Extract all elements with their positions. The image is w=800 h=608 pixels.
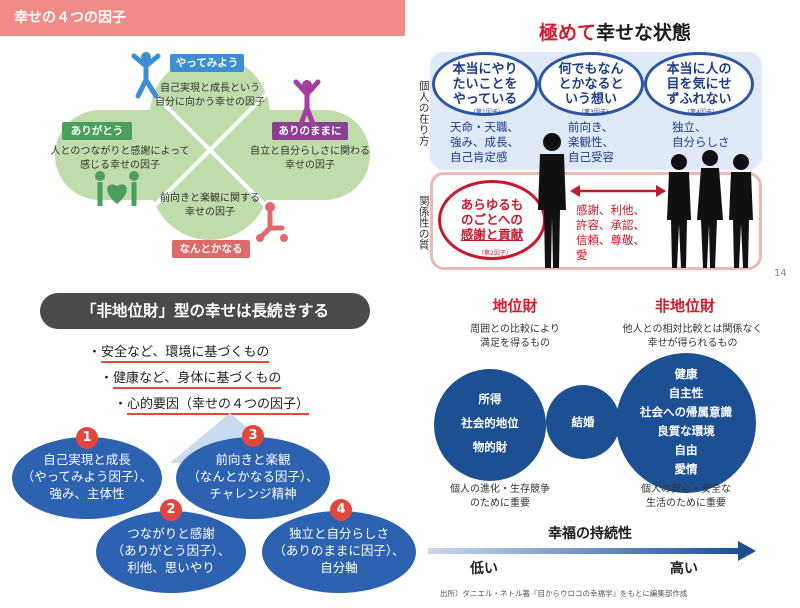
- factor-text-left: 人とのつながりと感謝によって 感じる幸せの因子: [50, 146, 190, 171]
- list-factor-3: 前向き、 楽観性、 自己受容: [568, 120, 614, 164]
- factor-ellipse-4: 独立と自分らしさ （ありのままに因子）、 自分軸: [262, 511, 416, 593]
- bubble-factor-1: 本当にやり たいことを やっている: [432, 52, 538, 116]
- banner: 「非地位財」型の幸せは長続きする: [40, 293, 370, 329]
- bubble-factor-1-tag: （第1因子）: [470, 109, 504, 116]
- list-factor-4: 独立、 自分らしさ: [672, 120, 730, 149]
- bullet-body: ・健康など、身体に基づくもの: [100, 371, 282, 389]
- bullet-environment: ・安全など、環境に基づくもの: [88, 345, 270, 363]
- heading-positional: 地位財: [492, 297, 538, 315]
- sustainability-arrow: [428, 541, 756, 561]
- factor-number-4: 4: [330, 499, 352, 521]
- factor-ellipse-3: 前向きと楽観 （なんとかなる因子）、 チャレンジ精神: [176, 437, 330, 519]
- heading-non-positional: 非地位財: [654, 297, 715, 315]
- desc-non-positional: 他人との相対比較とは関係なく 幸せが得られるもの: [622, 324, 763, 349]
- positional-goods-panel: 地位財 非地位財 周囲との比較により 満足を得るもの 他人との相対比較とは関係な…: [420, 285, 800, 608]
- bubble-factor-2-tag: （第2因子）: [478, 250, 512, 257]
- tag-nantokanaru: なんとかなる: [172, 240, 250, 258]
- circle-marriage: 結婚: [546, 385, 620, 459]
- factor-text-bottom: 前向きと楽観に関する 幸せの因子: [160, 193, 260, 218]
- heart-people-icon: [95, 171, 139, 206]
- jumping-person-icon: [131, 52, 161, 99]
- bubble-factor-4: 本当に人の 目を気にせ ずふれない: [644, 52, 754, 116]
- double-arrow-icon: [570, 185, 666, 197]
- happy-state-panel: 極めて幸せな状態 個人の在り方 関係性の質 本当にやり たいことを やっている …: [420, 0, 800, 285]
- bullet-mental: ・心的要因（幸せの４つの因子）: [114, 397, 310, 415]
- desc-positional: 周囲との比較により 満足を得るもの: [470, 324, 560, 349]
- side-label-individual: 個人の在り方: [420, 80, 430, 146]
- bubble-factor-4-tag: （第4因子）: [684, 109, 718, 116]
- label-high: 高い: [670, 561, 698, 577]
- list-factor-1: 天命・天職、 強み、成長、 自己肯定感: [450, 120, 519, 164]
- cheering-person-icon: [293, 79, 321, 126]
- scooter-person-icon: [256, 202, 288, 242]
- happy-state-title: 極めて幸せな状態: [538, 22, 692, 44]
- circle-non-positional-goods: 健康 自主性 社会への帰属意識 良質な環境 自由 愛情: [616, 353, 756, 493]
- bubble-factor-3-tag: （第3因子）: [578, 109, 612, 116]
- factor-number-1: 1: [76, 427, 98, 449]
- four-factors-title: 幸せの４つの因子: [0, 0, 405, 36]
- four-factors-panel: 幸せの４つの因子 やってみよう ありがとう ありのままに なんとかなる 自己実現…: [0, 0, 420, 285]
- source-note: 出所）ダニエル・ネトル著『目からウロコの幸福学』をもとに編集部作成: [440, 589, 688, 598]
- factor-ellipse-1: 自己実現と成長 （やってみよう因子）、 強み、主体性: [12, 437, 162, 519]
- factor-number-2: 2: [160, 499, 182, 521]
- list-factor-2: 感謝、利他、 許容、承認、 信頼、尊敬、 愛: [576, 203, 645, 262]
- factor-text-right: 自立と自分らしさに関わる 幸せの因子: [250, 146, 370, 171]
- tag-arigatou: ありがとう: [62, 122, 132, 140]
- label-low: 低い: [470, 561, 498, 577]
- person-silhouette-icon: [538, 133, 566, 268]
- note-positional: 個人の進化・生存競争 のために重要: [450, 484, 550, 509]
- circle-positional-goods: 所得 社会的地位 物的財: [434, 369, 546, 481]
- page-number: 14: [774, 268, 787, 279]
- factor-ellipse-2: つながりと感謝 （ありがとう因子）、 利他、思いやり: [96, 511, 246, 593]
- non-positional-goods-panel: 「非地位財」型の幸せは長続きする ・安全など、環境に基づくもの ・健康など、身体…: [0, 285, 420, 608]
- side-label-relationship: 関係性の質: [420, 195, 430, 250]
- factor-number-3: 3: [242, 425, 264, 447]
- factor-text-top: 自己実現と成長という 自分に向かう幸せの因子: [155, 83, 265, 108]
- group-silhouette-icon: [667, 150, 753, 268]
- bubble-factor-3: 何でもなん とかなると いう想い: [538, 52, 644, 116]
- note-non-positional: 個人の安心・安全な 生活のために重要: [641, 484, 731, 509]
- tag-arinomamani: ありのままに: [272, 122, 348, 140]
- sustainability-label: 幸福の持続性: [548, 526, 632, 542]
- tag-yattemiyou: やってみよう: [170, 54, 244, 72]
